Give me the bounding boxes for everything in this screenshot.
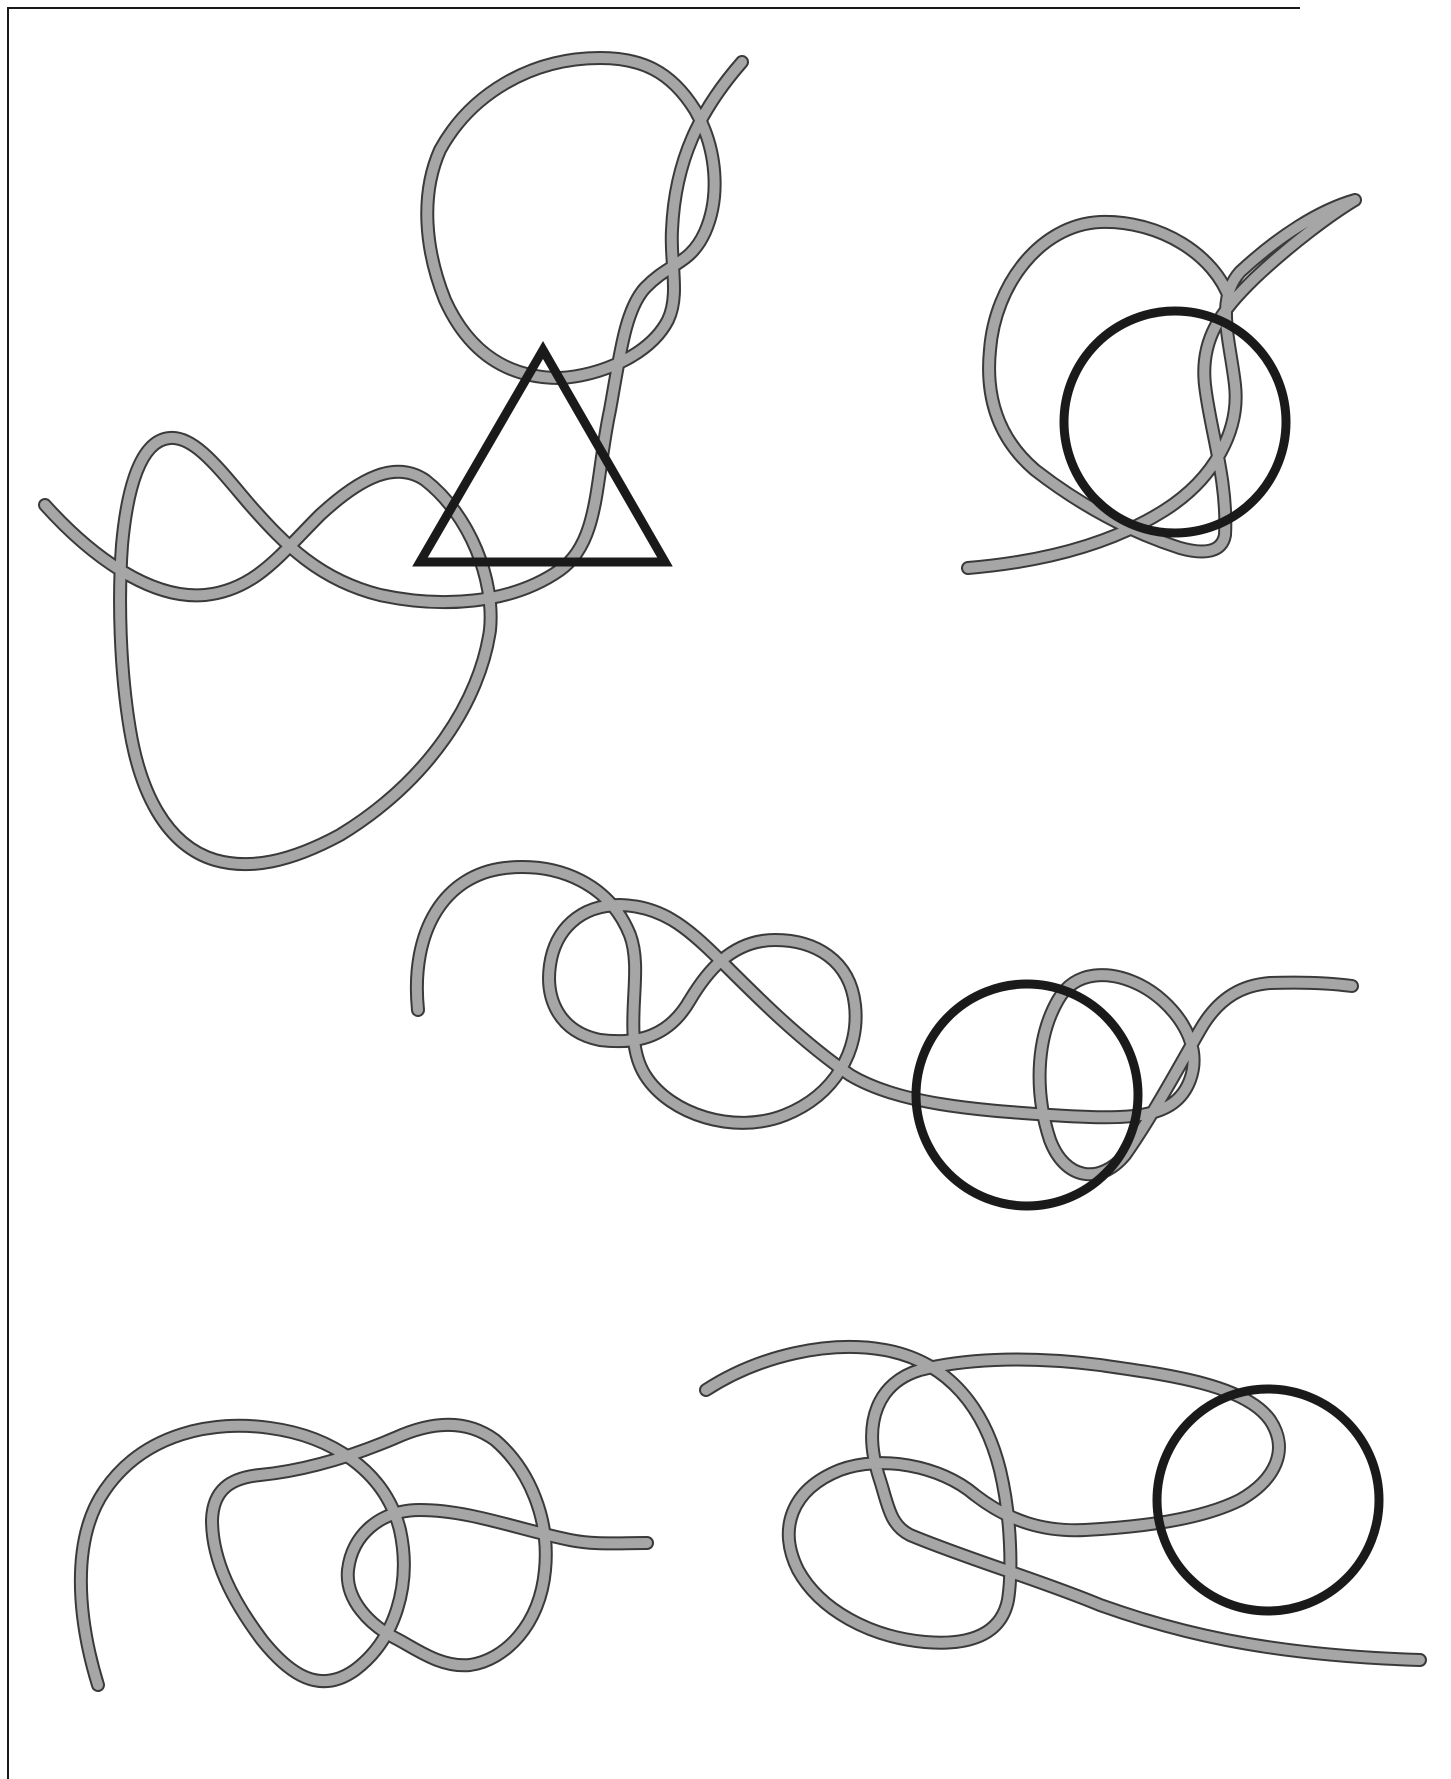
rope-puzzle-top-right <box>968 200 1355 568</box>
rope-puzzle-middle <box>417 867 1352 1206</box>
rope-puzzle-bottom-left <box>81 1425 647 1685</box>
rope-puzzle-top-left <box>45 58 742 864</box>
circle-overlay <box>916 984 1138 1206</box>
rope-puzzle-bottom-right <box>706 1347 1420 1660</box>
rope-bottom-left <box>81 1425 647 1685</box>
rope-top-left <box>45 58 742 864</box>
rope-top-right <box>968 200 1355 568</box>
rope-middle <box>417 867 1352 1174</box>
